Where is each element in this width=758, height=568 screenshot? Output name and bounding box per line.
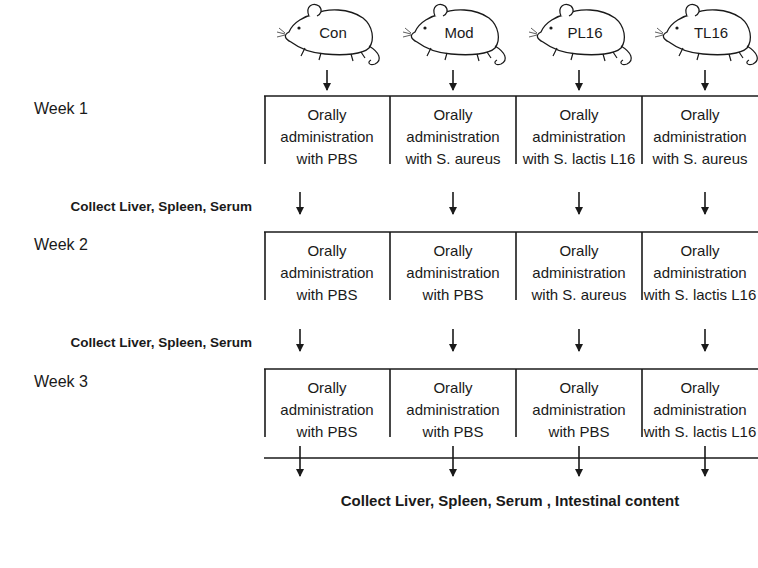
mouse-group: Mod xyxy=(401,2,511,68)
sampling-note: Collect Liver, Spleen, Serum xyxy=(70,196,252,218)
treatment-cell: Orally administration with PBS xyxy=(392,377,514,443)
mouse-group: TL16 xyxy=(653,2,758,68)
treatment-cell: Orally administration with S. aureus xyxy=(518,240,640,306)
treatment-cell: Orally administration with S. lactis L16 xyxy=(518,104,640,170)
group-name: PL16 xyxy=(567,24,602,41)
treatment-cell: Orally administration with S. aureus xyxy=(392,104,514,170)
treatment-cell: Orally administration with PBS xyxy=(266,377,388,443)
group-name: Con xyxy=(319,24,347,41)
group-name: Mod xyxy=(444,24,473,41)
week-label: Week 2 xyxy=(34,234,88,256)
treatment-cell: Orally administration with PBS xyxy=(266,104,388,170)
treatment-cell: Orally administration with PBS xyxy=(266,240,388,306)
treatment-cell: Orally administration with S. lactis L16 xyxy=(639,377,758,443)
week-label: Week 1 xyxy=(34,98,88,120)
mouse-group: PL16 xyxy=(527,2,637,68)
treatment-cell: Orally administration with PBS xyxy=(518,377,640,443)
group-name: TL16 xyxy=(694,24,728,41)
sampling-note: Collect Liver, Spleen, Serum xyxy=(70,332,252,354)
week-label: Week 3 xyxy=(34,371,88,393)
treatment-cell: Orally administration with S. aureus xyxy=(639,104,758,170)
treatment-cell: Orally administration with PBS xyxy=(392,240,514,306)
sampling-note: Collect Liver, Spleen, Serum , Intestina… xyxy=(341,490,679,512)
mouse-group: Con xyxy=(275,2,385,68)
treatment-cell: Orally administration with S. lactis L16 xyxy=(639,240,758,306)
